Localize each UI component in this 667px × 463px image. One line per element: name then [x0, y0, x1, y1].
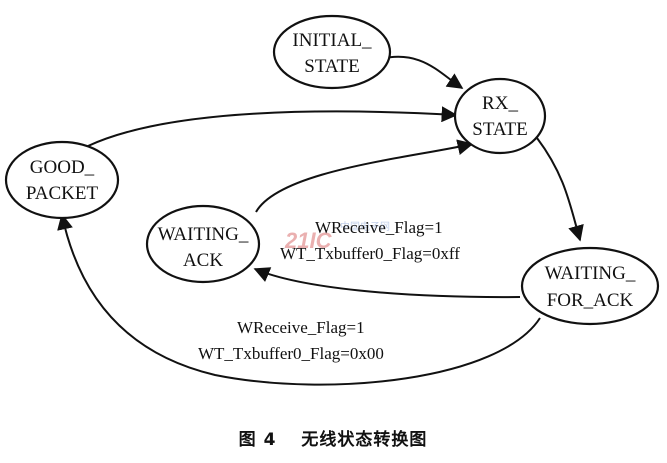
- edge-rx-to-waiting-for-ack: [536, 137, 584, 242]
- state-waiting-for-ack-line2: FOR_ACK: [547, 290, 634, 311]
- watermark-logo: 21IC 中国电子网: [284, 220, 390, 253]
- state-waiting-ack: WAITING_ ACK: [145, 204, 261, 284]
- state-good-line1: GOOD_: [30, 157, 95, 178]
- edge-waiting-ack-to-rx: [255, 139, 474, 213]
- state-good-line2: PACKET: [26, 183, 99, 204]
- state-rx-line1: RX_: [482, 93, 518, 114]
- watermark-brand: 21IC: [284, 228, 333, 253]
- state-initial-line1: INITIAL_: [292, 30, 372, 51]
- state-rx: RX_ STATE: [453, 77, 547, 155]
- state-initial-line2: STATE: [304, 56, 359, 77]
- state-waiting-ack-line1: WAITING_: [158, 224, 249, 245]
- state-rx-line2: STATE: [472, 119, 527, 140]
- state-waiting-for-ack-line1: WAITING_: [545, 263, 636, 284]
- edge-good-to-rx: [87, 106, 458, 147]
- watermark-sub: 中国电子网: [340, 220, 390, 233]
- edge-label-lower-line2: WT_Txbuffer0_Flag=0x00: [198, 344, 384, 363]
- state-waiting-ack-line2: ACK: [183, 250, 223, 271]
- edge-waiting-for-ack-to-waiting-ack: [253, 267, 521, 299]
- edge-label-upper-line2: WT_Txbuffer0_Flag=0xff: [280, 244, 460, 263]
- figure-caption: 图 4 无线状态转换图: [239, 429, 428, 450]
- edge-label-lower-line1: WReceive_Flag=1: [237, 318, 365, 337]
- state-initial: INITIAL_ STATE: [272, 14, 392, 90]
- state-good-packet: GOOD_ PACKET: [4, 140, 120, 220]
- edge-label-upper-line1: WReceive_Flag=1: [315, 218, 443, 237]
- state-waiting-for-ack: WAITING_ FOR_ACK: [520, 246, 660, 326]
- edge-waiting-for-ack-to-good: [57, 213, 541, 386]
